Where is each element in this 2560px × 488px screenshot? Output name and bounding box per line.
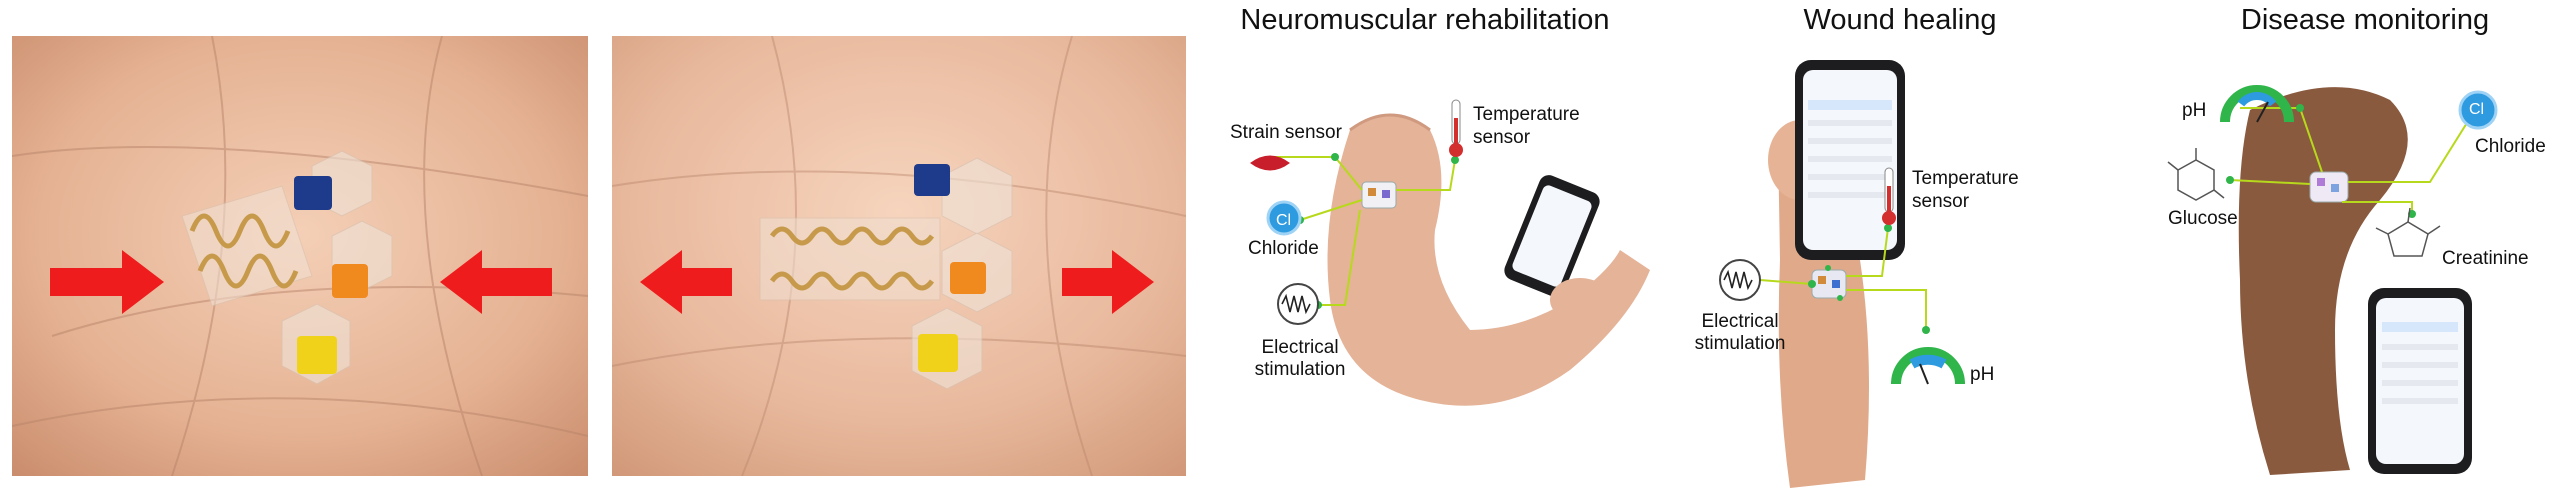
photo-device-compressed	[12, 36, 588, 476]
electrical-stimulation-icon	[1277, 283, 1319, 325]
thermometer-icon	[1449, 99, 1463, 157]
label-ph: pH	[2182, 100, 2207, 121]
strain-sensor-icon	[1250, 155, 1290, 171]
chloride-icon-text: Cl	[2469, 101, 2485, 118]
label-creatinine: Creatinine	[2442, 248, 2529, 269]
label-strain-sensor: Strain sensor	[1230, 122, 1342, 143]
label-chloride: Chloride	[2475, 136, 2546, 157]
panel-neuromuscular-rehabilitation: Neuromuscular rehabilitation Strain sens…	[1190, 0, 1660, 488]
panel-disease-monitoring: Disease monitoring pH Cl Chloride Glucos…	[2130, 0, 2560, 488]
electrical-stimulation-icon	[1719, 259, 1761, 301]
strain-sensor-stretched	[759, 217, 941, 301]
arm-illustration	[1327, 115, 1650, 406]
sensor-patch	[1361, 181, 1397, 209]
label-electrical-line2: stimulation	[1254, 359, 1346, 380]
panel-wound-healing: Wound healing Temperature sensor Electri…	[1690, 0, 2110, 488]
label-electrical-line1: Electrical	[1701, 311, 1779, 332]
limb-illustration	[2238, 87, 2408, 475]
label-chloride: Chloride	[1248, 238, 1319, 259]
sensor-patch	[2309, 171, 2349, 203]
label-temperature-line2: sensor	[1912, 191, 1970, 212]
label-temperature-line1: Temperature	[1912, 168, 2019, 189]
arrow-right-icon	[50, 250, 164, 314]
arrow-left-icon	[640, 250, 732, 314]
arrow-right-icon	[1062, 250, 1154, 314]
phone-illustration	[1795, 60, 1905, 260]
label-glucose: Glucose	[2168, 208, 2238, 229]
label-ph: pH	[1970, 364, 1995, 385]
chloride-icon-text: Cl	[1276, 212, 1292, 229]
thermometer-icon	[1882, 167, 1896, 225]
panel-title: Wound healing	[1803, 4, 1997, 36]
chloride-icon	[2458, 90, 2498, 130]
creatinine-molecule-icon	[2375, 207, 2441, 257]
label-electrical-line1: Electrical	[1261, 337, 1339, 358]
sensor-patch	[1811, 269, 1847, 299]
glucose-molecule-icon	[2167, 148, 2225, 201]
label-electrical-line2: stimulation	[1694, 333, 1786, 354]
panel-title: Neuromuscular rehabilitation	[1240, 4, 1610, 36]
ph-gauge-icon	[1891, 347, 1965, 385]
ph-gauge-icon	[2220, 85, 2294, 123]
arrow-left-icon	[440, 250, 552, 314]
photo-device-stretched	[612, 36, 1186, 476]
chloride-icon	[1266, 200, 1302, 236]
phone-illustration	[2368, 288, 2472, 474]
strain-sensor-compressed	[181, 185, 313, 307]
label-temperature-line1: Temperature	[1473, 104, 1580, 125]
panel-title: Disease monitoring	[2240, 4, 2490, 36]
label-temperature-line2: sensor	[1473, 127, 1531, 148]
